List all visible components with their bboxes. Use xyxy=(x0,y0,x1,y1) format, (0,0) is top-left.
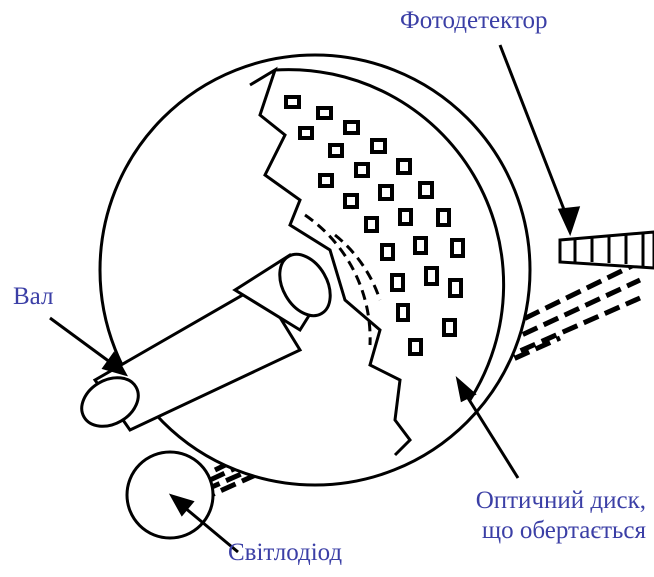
disk-label-line1: Оптичний диск, xyxy=(476,486,646,516)
disk-label: Оптичний диск, що обертається xyxy=(476,486,646,546)
shaft-label: Вал xyxy=(13,282,53,312)
photodetector-label: Фотодетектор xyxy=(400,6,548,36)
disk-label-line2: що обертається xyxy=(476,516,646,546)
photodetector xyxy=(560,232,654,268)
led-label: Світлодіод xyxy=(228,538,342,568)
